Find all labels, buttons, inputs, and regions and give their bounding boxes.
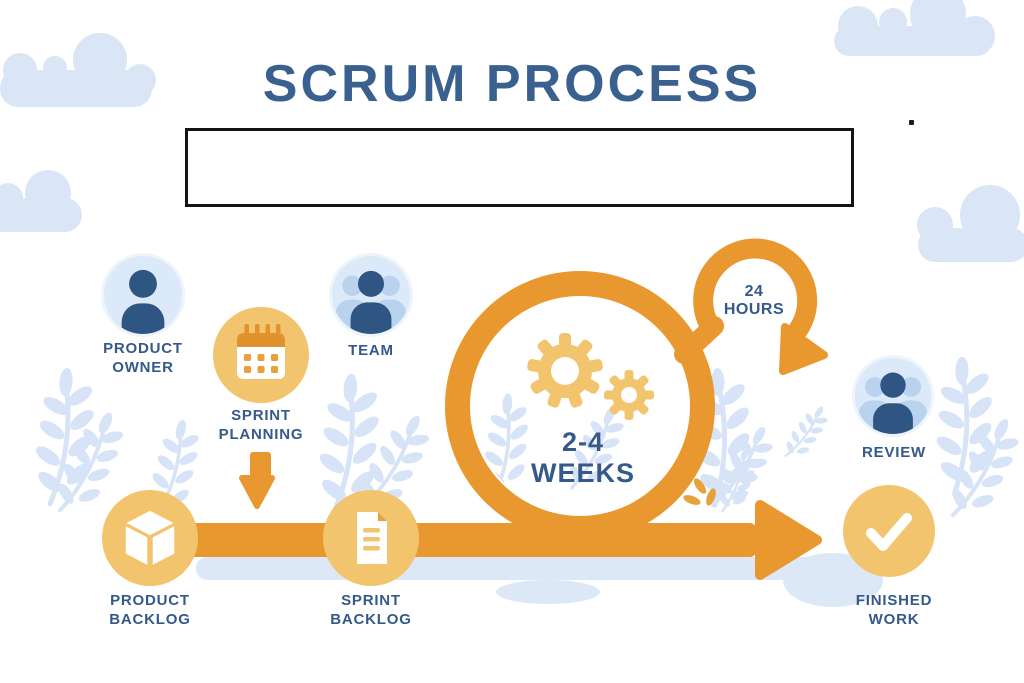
review-node xyxy=(852,355,934,437)
gold-sprig xyxy=(683,478,716,506)
team-icon xyxy=(335,270,407,334)
product-backlog-label: PRODUCT BACKLOG xyxy=(109,592,191,628)
cloud-right-middle xyxy=(917,185,1024,262)
document-icon xyxy=(357,512,387,564)
sprint-planning-node xyxy=(213,307,309,403)
team-label: TEAM xyxy=(348,342,394,359)
main-flow-arrow xyxy=(150,500,822,580)
sprint-backlog-node xyxy=(323,490,419,586)
gear-large-icon xyxy=(527,333,603,408)
review-label: REVIEW xyxy=(862,444,926,461)
finished-work-label: FINISHED WORK xyxy=(855,592,933,628)
person-icon xyxy=(121,269,165,334)
team-icon xyxy=(858,372,928,434)
gear-small-icon xyxy=(604,370,654,420)
product-owner-node xyxy=(101,253,185,337)
sprint-ring-inner xyxy=(470,296,690,516)
cloud-top-right xyxy=(834,0,995,56)
sprint-planning-arrow xyxy=(239,452,275,509)
cloud-left-middle xyxy=(0,170,82,232)
check-icon xyxy=(866,513,912,551)
empty-text-box[interactable] xyxy=(185,128,854,207)
daily-loop-label: 24 HOURS xyxy=(723,283,785,318)
sprint-duration-label: 2-4 WEEKS xyxy=(530,427,636,488)
product-owner-label: PRODUCT OWNER xyxy=(103,340,183,376)
finished-work-node xyxy=(843,485,935,577)
stray-dot xyxy=(909,120,914,125)
cloud-top-left xyxy=(0,33,156,107)
product-backlog-node xyxy=(102,490,198,586)
daily-loop-arrowhead xyxy=(779,323,828,375)
cube-icon xyxy=(124,509,176,567)
page-title: SCRUM PROCESS xyxy=(262,55,762,113)
daily-loop xyxy=(674,238,828,375)
sprint-backlog-label: SPRINT BACKLOG xyxy=(330,592,412,628)
team-node xyxy=(329,253,413,337)
calendar-icon xyxy=(237,324,285,379)
sprint-planning-label: SPRINT PLANNING xyxy=(218,407,304,443)
